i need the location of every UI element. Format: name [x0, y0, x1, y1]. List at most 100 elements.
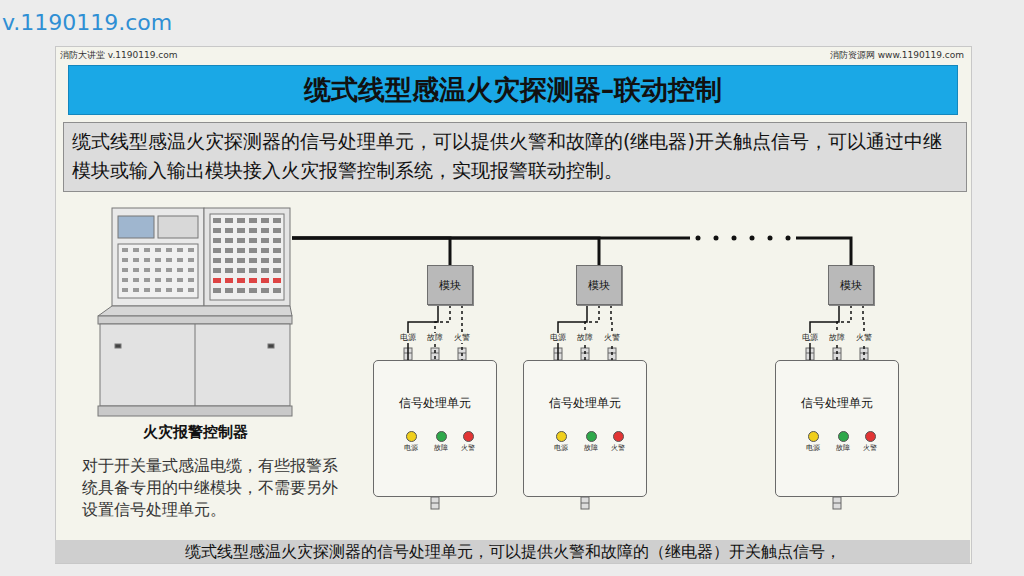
button	[225, 218, 233, 223]
terminal-label: 电源	[801, 333, 819, 343]
button	[213, 248, 221, 253]
button	[177, 288, 183, 292]
module-box: 模块	[828, 265, 874, 305]
led-label: 火警	[855, 443, 885, 453]
button	[155, 248, 161, 252]
controller: 火灾报警控制器	[98, 208, 292, 446]
led-label: 故障	[576, 443, 606, 453]
button	[155, 288, 161, 292]
button	[261, 248, 269, 253]
connector	[292, 238, 450, 265]
node-text: 信号处理单元	[524, 395, 646, 412]
button	[273, 218, 281, 223]
button	[133, 268, 139, 272]
button	[249, 218, 257, 223]
button	[213, 288, 221, 293]
led-label: 火警	[453, 443, 483, 453]
button	[237, 228, 245, 233]
button	[237, 278, 245, 283]
button	[273, 238, 281, 243]
cable-gland-ring	[431, 503, 439, 504]
title-band: 缆式线型感温火灾探测器–联动控制	[68, 65, 958, 115]
button	[225, 278, 233, 283]
led-label: 故障	[426, 443, 456, 453]
indicator-led	[436, 431, 447, 442]
button	[225, 288, 233, 293]
caption-bar: 缆式线型感温火灾探测器的信号处理单元，可以提供火警和故障的（继电器）开关触点信号…	[55, 540, 970, 563]
module-box: 模块	[576, 265, 622, 305]
button	[261, 288, 269, 293]
button	[166, 268, 172, 272]
description-box: 缆式线型感温火灾探测器的信号处理单元，可以提供火警和故障的(继电器)开关触点信号…	[63, 122, 967, 192]
button	[144, 278, 150, 282]
button	[144, 248, 150, 252]
button	[261, 238, 269, 243]
button	[237, 268, 245, 273]
terminal-label: 故障	[426, 333, 444, 343]
button	[122, 258, 128, 262]
indicator-led	[463, 431, 474, 442]
button	[188, 268, 194, 272]
terminal-label: 故障	[576, 333, 594, 343]
connector	[292, 238, 851, 265]
button	[237, 248, 245, 253]
button	[261, 278, 269, 283]
button	[261, 228, 269, 233]
node-text: 信号处理单元	[776, 395, 898, 412]
controller-illustration	[98, 208, 292, 416]
terminal-label: 电源	[549, 333, 567, 343]
button	[155, 278, 161, 282]
button	[133, 278, 139, 282]
indicator-led	[586, 431, 597, 442]
button	[122, 248, 128, 252]
led-label: 故障	[828, 443, 858, 453]
terminal-label: 火警	[603, 333, 621, 343]
cable-gland	[581, 497, 589, 509]
button	[166, 288, 172, 292]
node-text: 模块	[840, 278, 862, 293]
button	[225, 228, 233, 233]
button	[273, 248, 281, 253]
led-label: 火警	[603, 443, 633, 453]
button	[213, 228, 221, 233]
node-text: 模块	[439, 278, 461, 293]
terminal-label: 火警	[855, 333, 873, 343]
header-text: 消防大讲堂 v.1190119.com	[60, 49, 178, 62]
connector	[292, 238, 599, 265]
led-label: 电源	[396, 443, 426, 453]
button	[188, 248, 194, 252]
button	[144, 288, 150, 292]
button	[122, 288, 128, 292]
button	[188, 288, 194, 292]
terminal-label: 电源	[399, 333, 417, 343]
button	[177, 268, 183, 272]
button	[177, 278, 183, 282]
indicator-led	[406, 431, 417, 442]
button	[249, 238, 257, 243]
title-text: 缆式线型感温火灾探测器–联动控制	[304, 72, 723, 108]
button	[122, 278, 128, 282]
button	[249, 258, 257, 263]
cable-gland	[431, 497, 439, 509]
signal-unit: 信号处理单元电源故障火警	[523, 360, 647, 497]
indicator-led	[865, 431, 876, 442]
button	[273, 268, 281, 273]
button	[225, 238, 233, 243]
button	[213, 218, 221, 223]
terminal-label: 火警	[453, 333, 471, 343]
button	[249, 228, 257, 233]
node-text: 信号处理单元	[374, 395, 496, 412]
watermark-url: v.1190119.com	[2, 10, 172, 35]
signal-unit: 信号处理单元电源故障火警	[775, 360, 899, 497]
button	[213, 278, 221, 283]
cable-gland-ring	[833, 503, 841, 504]
node-text: 火灾报警控制器	[98, 423, 292, 442]
button	[188, 258, 194, 262]
button	[144, 268, 150, 272]
button	[225, 248, 233, 253]
note-text: 对于开关量式感温电缆，有些报警系统具备专用的中继模块，不需要另外设置信号处理单元…	[82, 455, 347, 521]
indicator-led	[613, 431, 624, 442]
button	[225, 258, 233, 263]
button	[237, 238, 245, 243]
button	[261, 258, 269, 263]
